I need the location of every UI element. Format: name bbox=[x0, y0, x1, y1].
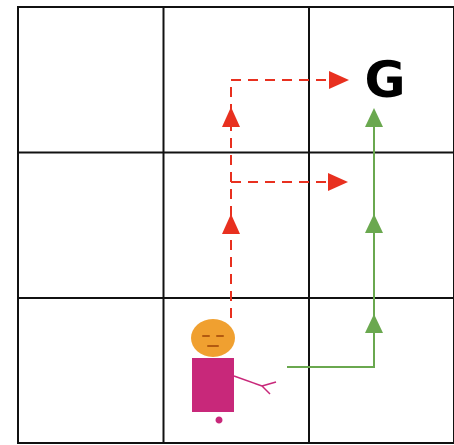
agent-arm-finger-2 bbox=[261, 385, 271, 395]
green-solid-path bbox=[287, 112, 375, 368]
agent-foot bbox=[215, 416, 223, 424]
green-path-line bbox=[287, 112, 375, 368]
agent-body bbox=[192, 358, 234, 412]
red-arrowhead-up-upper bbox=[222, 107, 240, 127]
green-arrowhead-up-middle bbox=[365, 214, 383, 233]
red-arrowhead-up-lower bbox=[222, 214, 240, 234]
goal-label: G bbox=[364, 51, 405, 109]
green-arrowhead-up-top bbox=[365, 108, 383, 127]
red-arrowheads bbox=[222, 71, 349, 234]
agent-head bbox=[191, 319, 235, 357]
grid-border bbox=[17, 6, 454, 444]
agent-figure bbox=[191, 319, 277, 424]
green-arrowheads bbox=[365, 108, 383, 333]
green-arrowhead-up-lower bbox=[365, 314, 383, 333]
agent-arm-finger-1 bbox=[261, 381, 277, 387]
red-dashed-path bbox=[230, 79, 334, 318]
agent-arm-main bbox=[233, 375, 263, 387]
red-arrowhead-right-middle bbox=[328, 173, 348, 191]
red-arrowhead-right-top bbox=[329, 71, 349, 89]
agent-face bbox=[202, 335, 224, 347]
agent-arm bbox=[233, 375, 277, 395]
